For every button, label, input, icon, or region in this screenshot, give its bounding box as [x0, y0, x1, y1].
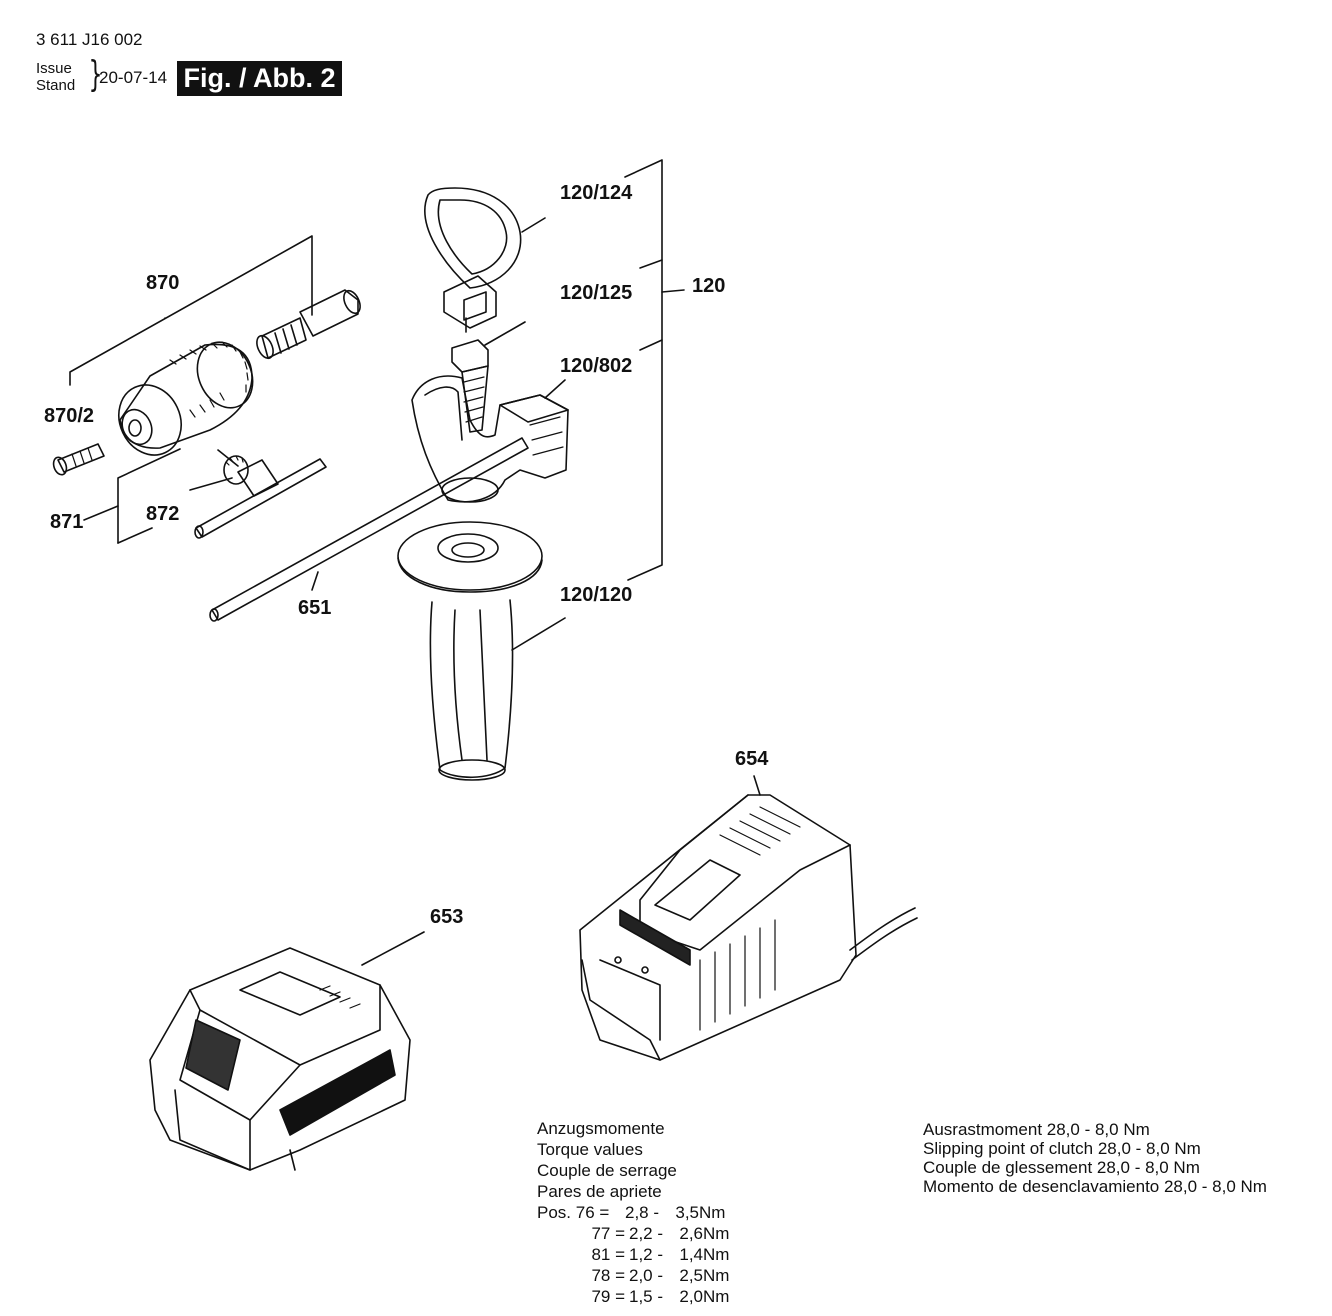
- label-120-120: 120/120: [560, 584, 633, 606]
- torque-values-block: Anzugsmomente Torque values Couple de se…: [537, 1118, 729, 1307]
- torque-pos: Pos. 76 =: [537, 1203, 610, 1222]
- battery-pack-drawing: [149, 931, 425, 1171]
- chuck-key-drawing: [189, 449, 327, 539]
- torque-pos: 81 =: [591, 1245, 625, 1264]
- label-870: 870: [146, 272, 180, 294]
- torque-unit: Nm: [703, 1266, 730, 1285]
- issue-stand-label: Issue Stand: [36, 60, 75, 94]
- document-number: 3 611 J16 002: [36, 30, 143, 49]
- bracket-871-872: [83, 448, 181, 544]
- clamp-bolt-drawing: [451, 321, 526, 433]
- torque-from: 2,0 -: [629, 1266, 664, 1285]
- issue-date: 20-07-14: [99, 68, 168, 87]
- slip-line-es: Momento de desenclavamiento 28,0 - 8,0 N…: [923, 1177, 1267, 1196]
- torque-unit: Nm: [703, 1287, 730, 1306]
- torque-pos: 78 =: [591, 1266, 625, 1285]
- issue-label: Issue: [36, 60, 72, 77]
- torque-to: 2,6: [679, 1224, 703, 1243]
- torque-to: 3,5: [675, 1203, 699, 1222]
- torque-pos: 79 =: [591, 1287, 625, 1306]
- torque-pos: 77 =: [591, 1224, 625, 1243]
- torque-unit: Nm: [703, 1224, 730, 1243]
- label-871: 871: [50, 511, 84, 533]
- torque-heading-fr: Couple de serrage: [537, 1161, 677, 1180]
- label-654: 654: [735, 748, 769, 770]
- bracket-870: [69, 235, 313, 386]
- slip-line-fr: Couple de glessement 28,0 - 8,0 Nm: [923, 1158, 1200, 1177]
- torque-row: Pos. 76 = 2,8 - 3,5 Nm: [537, 1202, 729, 1223]
- screw-drawing: [52, 443, 105, 476]
- figure-label: Fig. / Abb. 2: [177, 61, 342, 96]
- clamp-band-drawing: [424, 187, 546, 333]
- torque-heading-es: Pares de apriete: [537, 1182, 662, 1201]
- torque-heading-de: Anzugsmomente: [537, 1119, 665, 1138]
- torque-row: 79 = 1,5 - 2,0 Nm: [537, 1286, 729, 1307]
- slip-line-en: Slipping point of clutch 28,0 - 8,0 Nm: [923, 1139, 1201, 1158]
- brace-symbol: }: [88, 54, 103, 95]
- auxiliary-handle-drawing: [397, 521, 566, 781]
- drill-chuck-drawing: [118, 341, 254, 456]
- label-120-125: 120/125: [560, 282, 633, 304]
- torque-row: 78 = 2,0 - 2,5 Nm: [537, 1265, 729, 1286]
- handle-housing-drawing: [411, 375, 569, 503]
- torque-row: 77 = 2,2 - 2,6 Nm: [537, 1223, 729, 1244]
- torque-row: 81 = 1,2 - 1,4 Nm: [537, 1244, 729, 1265]
- slipping-clutch-block: Ausrastmoment 28,0 - 8,0 Nm Slipping poi…: [923, 1120, 1267, 1196]
- torque-to: 1,4: [679, 1245, 703, 1264]
- torque-from: 2,2 -: [629, 1224, 664, 1243]
- label-653: 653: [430, 906, 464, 928]
- slip-line-de: Ausrastmoment 28,0 - 8,0 Nm: [923, 1120, 1150, 1139]
- torque-unit: Nm: [699, 1203, 726, 1222]
- charger-drawing: [579, 775, 918, 1061]
- torque-from: 2,8 -: [625, 1203, 660, 1222]
- label-872: 872: [146, 503, 180, 525]
- label-651: 651: [298, 597, 332, 619]
- label-870-2: 870/2: [44, 405, 95, 427]
- sds-adapter-drawing: [256, 289, 361, 360]
- torque-from: 1,2 -: [629, 1245, 664, 1264]
- torque-heading-en: Torque values: [537, 1140, 643, 1159]
- torque-from: 1,5 -: [629, 1287, 664, 1306]
- torque-to: 2,0: [679, 1287, 703, 1306]
- stand-label: Stand: [36, 77, 76, 94]
- label-120-124: 120/124: [560, 182, 633, 204]
- torque-unit: Nm: [703, 1245, 730, 1264]
- depth-gauge-rod-drawing: [209, 437, 529, 622]
- label-120: 120: [692, 275, 726, 297]
- label-120-802: 120/802: [560, 355, 633, 377]
- bracket-120: [624, 159, 685, 581]
- torque-to: 2,5: [679, 1266, 703, 1285]
